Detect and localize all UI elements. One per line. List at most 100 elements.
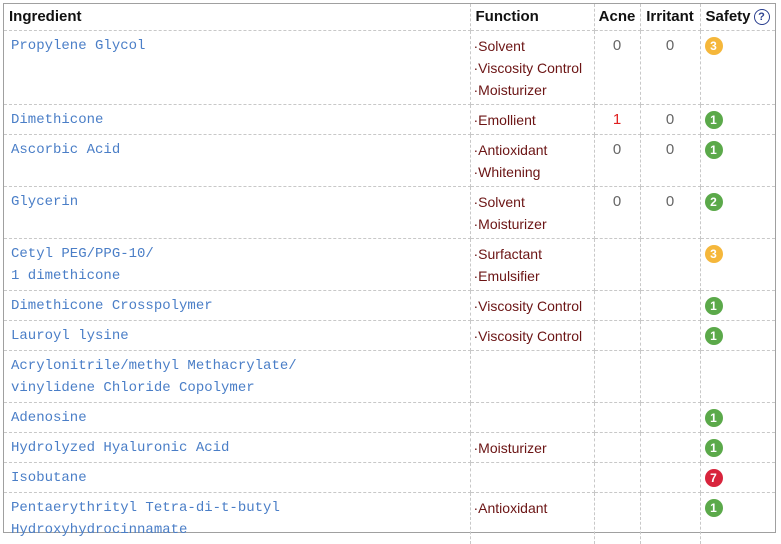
acne-value	[593, 431, 641, 463]
ingredient-name-link[interactable]: Dimethicone	[11, 111, 104, 128]
function-item: ·Viscosity Control	[473, 297, 583, 314]
irritant-value	[639, 461, 701, 493]
acne-value: 0	[593, 133, 641, 187]
ingredient-name-link[interactable]: Lauroyl lysine	[11, 327, 129, 344]
table-row: Adenosine 1	[4, 401, 775, 433]
header-safety-cell: Safety?	[699, 4, 775, 31]
safety-score-badge: 3	[704, 36, 723, 55]
acne-value	[593, 401, 641, 433]
header-function: Function	[469, 4, 595, 31]
function-cell: ·Surfactant ·Emulsifier	[469, 237, 595, 291]
function-cell: ·Solvent·Viscosity Control·Moisturizer	[469, 29, 595, 105]
safety-cell: 1	[699, 289, 775, 321]
irritant-value	[639, 237, 701, 291]
function-item: ·Viscosity Control	[473, 59, 583, 76]
acne-value: 0	[593, 29, 641, 105]
irritant-value	[639, 289, 701, 321]
safety-cell: 1	[699, 401, 775, 433]
ingredient-name-link[interactable]: Propylene Glycol	[11, 37, 146, 54]
function-item: ·Whitening	[473, 163, 541, 180]
irritant-value	[639, 401, 701, 433]
table-row: Isobutane 7	[4, 461, 775, 493]
function-cell: ·Viscosity Control	[469, 319, 595, 351]
ingredient-cell: Adenosine	[4, 401, 471, 433]
function-cell: ·Solvent·Moisturizer	[469, 185, 595, 239]
acne-value	[593, 491, 641, 544]
table-header-row: Ingredient Function Acne Irritant Safety…	[4, 4, 775, 31]
ingredient-name-link[interactable]: Hydrolyzed Hyaluronic Acid	[11, 439, 230, 456]
ingredient-name-link[interactable]: Pentaerythrityl Tetra-di-t-butyl	[11, 499, 280, 516]
function-item: ·Viscosity Control	[473, 327, 583, 344]
safety-cell: 3	[699, 237, 775, 291]
ingredient-cell: Dimethicone Crosspolymer	[4, 289, 471, 321]
safety-score-badge: 1	[704, 110, 723, 129]
irritant-value: 0	[639, 185, 701, 239]
acne-value	[593, 349, 641, 403]
table-row: Hydrolyzed Hyaluronic Acid ·Moisturizer 1	[4, 431, 775, 463]
ingredient-table-container: Ingredient Function Acne Irritant Safety…	[3, 3, 776, 544]
function-cell: ·Viscosity Control	[469, 289, 595, 321]
ingredient-name-link[interactable]: Acrylonitrile/methyl Methacrylate/	[11, 357, 297, 374]
ingredient-name-link[interactable]: Cetyl PEG/PPG-10/	[11, 245, 154, 262]
safety-score-badge: 1	[704, 296, 723, 315]
function-item: ·Emulsifier	[473, 267, 540, 284]
irritant-value: 0	[639, 29, 701, 105]
table-row: Cetyl PEG/PPG-10/1 dimethicone·Surfactan…	[4, 237, 775, 291]
irritant-value: 0	[639, 133, 701, 187]
function-cell: ·Antioxidant·Whitening	[469, 133, 595, 187]
function-cell	[469, 401, 595, 433]
safety-score-badge: 1	[704, 140, 723, 159]
safety-cell: 1	[699, 491, 775, 544]
ingredient-name-link[interactable]: 1 dimethicone	[11, 267, 121, 284]
acne-value: 1	[593, 103, 641, 135]
function-item: ·Moisturizer	[473, 215, 547, 232]
acne-value	[593, 461, 641, 493]
irritant-value	[639, 491, 701, 544]
ingredient-name-link[interactable]: Isobutane	[11, 469, 87, 486]
acne-value	[593, 289, 641, 321]
acne-value	[593, 237, 641, 291]
ingredient-name-link[interactable]: vinylidene Chloride Copolymer	[11, 379, 255, 396]
acne-value	[593, 319, 641, 351]
header-irritant: Irritant	[639, 4, 701, 31]
irritant-value	[639, 319, 701, 351]
ingredient-cell: Glycerin	[4, 185, 471, 239]
ingredient-name-link[interactable]: Glycerin	[11, 193, 79, 210]
safety-cell: 2	[699, 185, 775, 239]
ingredient-name-link[interactable]: Dimethicone Crosspolymer	[11, 297, 213, 314]
ingredient-cell: Hydrolyzed Hyaluronic Acid	[4, 431, 471, 463]
safety-score-badge: 7	[704, 468, 723, 487]
function-item: ·Emollient	[473, 111, 536, 128]
ingredient-name-link[interactable]: Ascorbic Acid	[11, 141, 121, 158]
help-icon[interactable]: ?	[753, 9, 770, 25]
header-safety: Safety	[705, 8, 751, 25]
table-row: Propylene Glycol ·Solvent·Viscosity Contr…	[4, 29, 775, 105]
ingredient-name-link[interactable]: Adenosine	[11, 409, 87, 426]
safety-cell	[699, 349, 775, 403]
table-row: Dimethicone Crosspolymer ·Viscosity Contr…	[4, 289, 775, 321]
irritant-value: 0	[639, 103, 701, 135]
ingredient-cell: Isobutane	[4, 461, 471, 493]
ingredient-name-link[interactable]: Hydroxyhydrocinnamate	[11, 521, 188, 538]
irritant-value	[639, 349, 701, 403]
safety-score-badge: 3	[704, 244, 723, 263]
ingredient-cell: Cetyl PEG/PPG-10/1 dimethicone	[4, 237, 471, 291]
ingredient-cell: Lauroyl lysine	[4, 319, 471, 351]
safety-cell: 3	[699, 29, 775, 105]
safety-score-badge: 1	[704, 438, 723, 457]
function-cell: ·Emollient	[469, 103, 595, 135]
acne-value: 0	[593, 185, 641, 239]
function-item: ·Surfactant	[473, 245, 542, 262]
function-cell: ·Antioxidant	[469, 491, 595, 544]
irritant-value	[639, 431, 701, 463]
function-cell	[469, 461, 595, 493]
function-item: ·Moisturizer	[473, 439, 547, 456]
ingredient-cell: Acrylonitrile/methyl Methacrylate/vinyli…	[4, 349, 471, 403]
ingredient-table: Ingredient Function Acne Irritant Safety…	[4, 4, 775, 544]
safety-cell: 1	[699, 103, 775, 135]
